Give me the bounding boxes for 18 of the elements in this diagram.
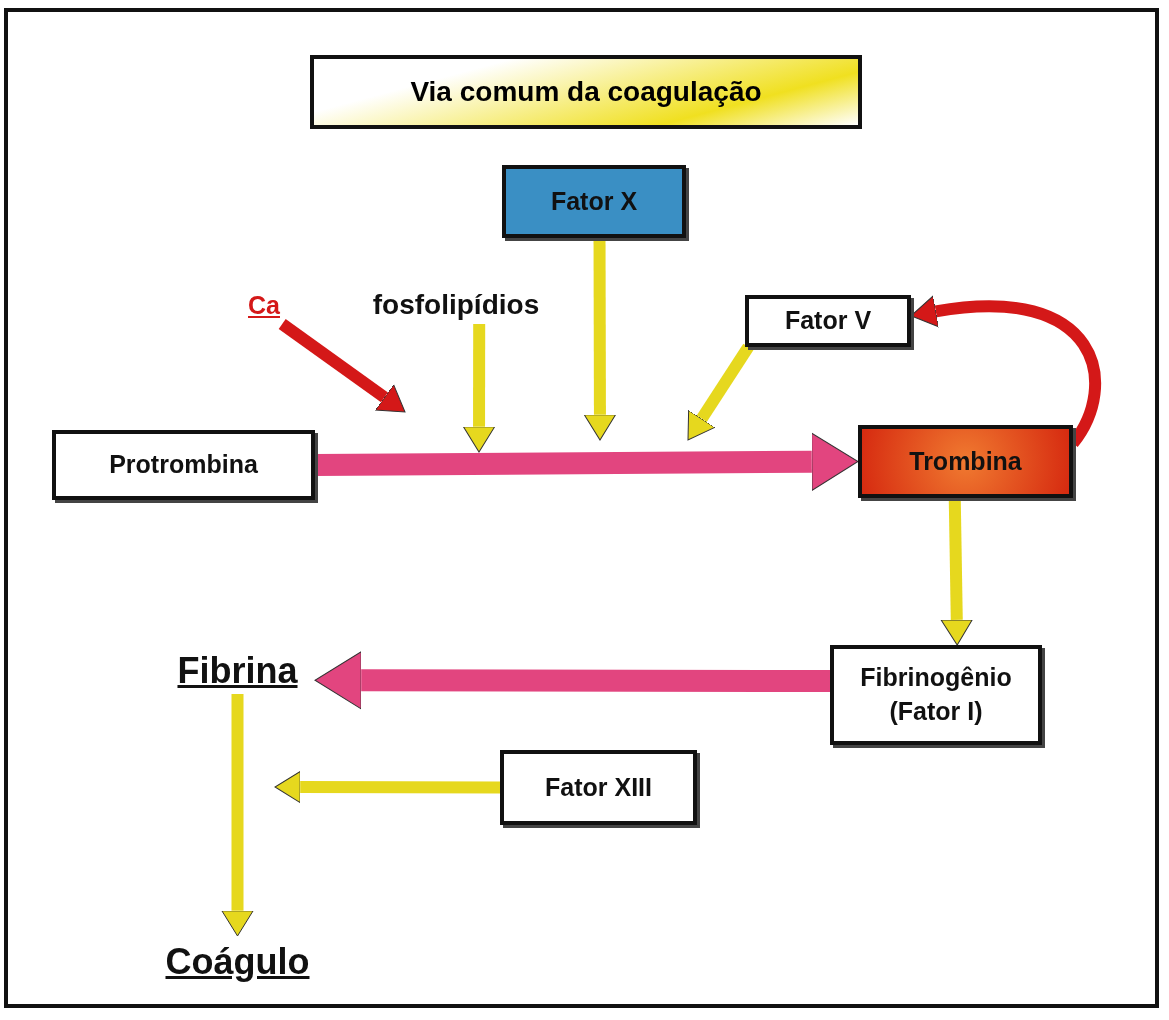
node-label: Coágulo xyxy=(135,936,340,988)
factor-box: Trombina xyxy=(858,425,1073,498)
arrow xyxy=(278,319,406,413)
arrow xyxy=(687,343,754,441)
arrow xyxy=(583,238,617,441)
factor-box: Protrombina xyxy=(52,430,315,500)
diagram-title: Via comum da coagulação xyxy=(310,55,862,129)
factor-box: Fator X xyxy=(502,165,686,238)
factor-box: Fator V xyxy=(745,295,911,347)
arrow xyxy=(314,651,831,710)
arrow xyxy=(274,770,501,804)
node-label: Ca xyxy=(238,288,290,324)
arrow xyxy=(221,694,254,937)
node-label: Fibrina xyxy=(160,648,315,694)
node-label: fosfolipídios xyxy=(340,286,572,324)
arrow xyxy=(462,324,496,453)
factor-box: Fator XIII xyxy=(500,750,697,825)
factor-box: Fibrinogênio (Fator I) xyxy=(830,645,1042,745)
